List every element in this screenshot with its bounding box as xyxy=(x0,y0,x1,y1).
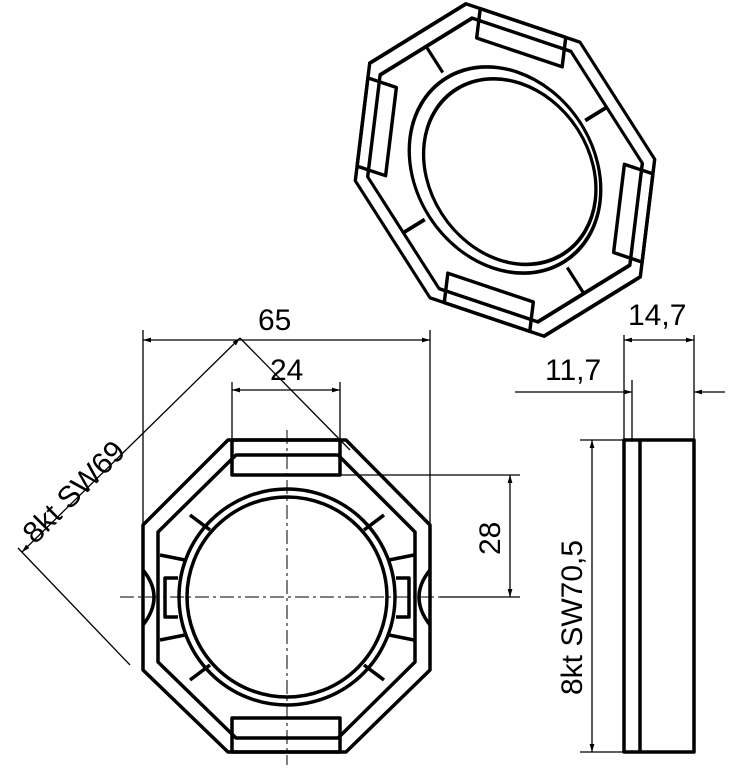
dim-65: 65 xyxy=(258,304,291,337)
dim-8kt-sw69: 8kt SW69 xyxy=(17,435,132,550)
dim-11-7: 11,7 xyxy=(545,354,601,387)
isometric-view xyxy=(353,1,657,339)
side-view xyxy=(515,335,725,754)
dim-8kt-sw70-5: 8kt SW70,5 xyxy=(556,540,589,695)
dim-28: 28 xyxy=(474,522,507,555)
dim-14-7: 14,7 xyxy=(628,299,686,332)
dim-24: 24 xyxy=(270,354,303,387)
front-view xyxy=(120,430,455,765)
dimension-lines xyxy=(17,330,520,666)
